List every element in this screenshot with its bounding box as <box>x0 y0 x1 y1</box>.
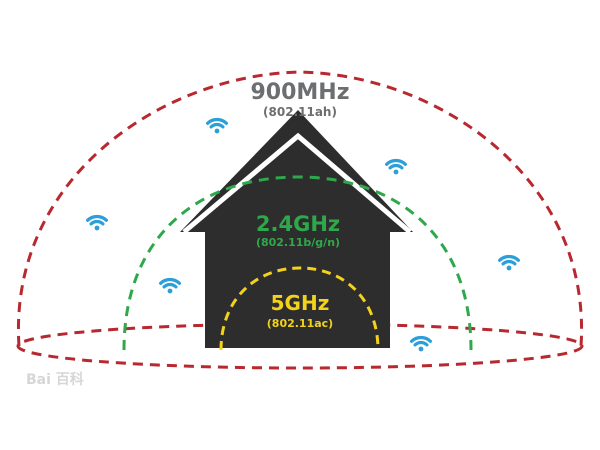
outer-band-standard: (802.11ah) <box>263 105 337 119</box>
wifi-icon <box>206 117 228 134</box>
watermark-text: Bai 百科 <box>26 371 84 388</box>
wifi-icon <box>159 277 181 294</box>
wifi-icon <box>385 158 407 175</box>
wifi-icons <box>86 117 520 352</box>
mid-band-standard: (802.11b/g/n) <box>256 236 340 249</box>
inner-band-standard: (802.11ac) <box>267 317 333 330</box>
wifi-icon <box>498 254 520 271</box>
outer-band-label: 900MHz <box>250 80 349 105</box>
inner-band-dome <box>219 266 380 351</box>
wifi-icon <box>86 214 108 231</box>
inner-band-label: 5GHz <box>271 291 330 315</box>
house-roof-outline <box>182 132 412 234</box>
outer-band-dome <box>16 70 584 347</box>
mid-band-label: 2.4GHz <box>256 212 340 236</box>
wifi-icon <box>410 335 432 352</box>
mid-band-dome <box>122 175 473 351</box>
